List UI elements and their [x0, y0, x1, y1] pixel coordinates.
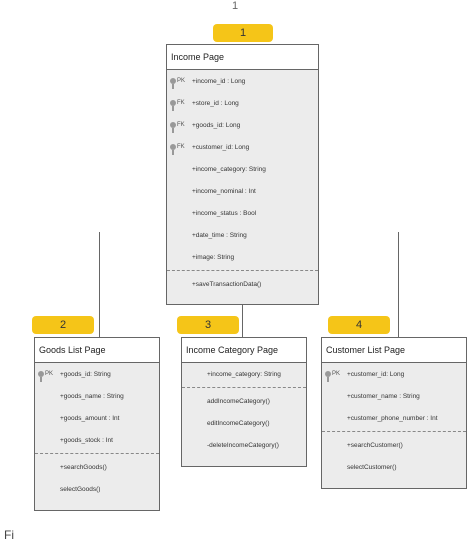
method-row: editIncomeCategory()	[207, 419, 270, 427]
fk-key-icon: FK	[167, 144, 192, 155]
attr-row: +customer_phone_number : Int	[347, 414, 438, 422]
attr-row: +goods_amount : Int	[60, 414, 120, 422]
class-box-income-page: Income Page PK+income_id : Long FK+store…	[166, 44, 319, 305]
attr-row: PK+goods_id: String	[35, 363, 159, 385]
class-box-goods-list-page: Goods List Page PK+goods_id: String +goo…	[34, 337, 160, 511]
fk-key-icon: FK	[167, 100, 192, 111]
method-row: selectGoods()	[60, 485, 101, 493]
method-row: -deleteIncomeCategory()	[207, 441, 279, 449]
class-title: Customer List Page	[322, 338, 466, 363]
attr-row: +income_category: String	[192, 165, 266, 173]
class-title: Income Category Page	[182, 338, 306, 363]
connector-line-center	[242, 305, 243, 337]
class-title: Goods List Page	[35, 338, 159, 363]
method-row: +saveTransactionData()	[192, 280, 262, 288]
badge-2: 2	[32, 316, 94, 334]
pk-key-icon: PK	[35, 371, 60, 382]
attr-row: +income_category: String	[207, 370, 281, 378]
badge-1: 1	[213, 24, 273, 42]
class-box-income-category-page: Income Category Page +income_category: S…	[181, 337, 307, 467]
method-row: addIncomeCategory()	[207, 397, 270, 405]
connector-line-right	[398, 232, 399, 337]
section-divider	[322, 431, 466, 432]
attr-row: FK+customer_id: Long	[167, 136, 318, 158]
attr-row: +date_time : String	[192, 231, 247, 239]
page-caption: 1	[232, 0, 239, 12]
section-divider	[167, 270, 318, 271]
attr-row: FK+store_id : Long	[167, 92, 318, 114]
badge-3: 3	[177, 316, 239, 334]
attr-row: FK+goods_id: Long	[167, 114, 318, 136]
class-box-customer-list-page: Customer List Page PK+customer_id: Long …	[321, 337, 467, 489]
method-row: selectCustomer()	[347, 463, 397, 471]
attr-row: PK+income_id : Long	[167, 70, 318, 92]
badge-4: 4	[328, 316, 390, 334]
method-row: +searchCustomer()	[347, 441, 403, 449]
attr-row: PK+customer_id: Long	[322, 363, 466, 385]
connector-line-left	[99, 232, 100, 337]
section-divider	[182, 387, 306, 388]
attr-row: +income_nominal : Int	[192, 187, 256, 195]
method-row: +searchGoods()	[60, 463, 107, 471]
attr-row: +customer_name : String	[347, 392, 420, 400]
section-divider	[35, 453, 159, 454]
pk-key-icon: PK	[167, 78, 192, 89]
attr-row: +goods_name : String	[60, 392, 124, 400]
attr-row: +income_status : Bool	[192, 209, 257, 217]
pk-key-icon: PK	[322, 371, 347, 382]
fk-key-icon: FK	[167, 122, 192, 133]
attr-row: +image: String	[192, 253, 235, 261]
figure-label: Fi	[4, 528, 14, 542]
class-title: Income Page	[167, 45, 318, 70]
attr-row: +goods_stock : Int	[60, 436, 113, 444]
